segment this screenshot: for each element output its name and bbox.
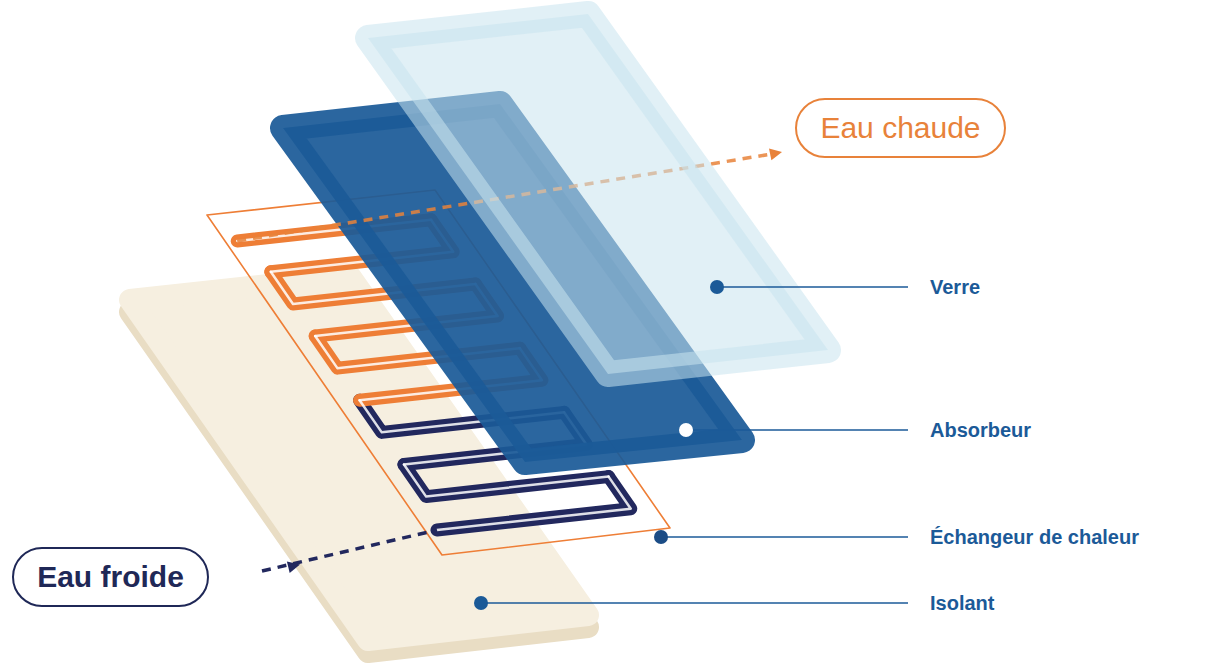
leader-line: [661, 536, 908, 538]
part-name: Absorbeur: [930, 418, 1031, 442]
leader-dot: [654, 530, 668, 544]
part-name: Échangeur de chaleur: [930, 525, 1139, 549]
leader-dot: [474, 596, 488, 610]
node-label: Eau chaude: [820, 113, 980, 143]
leader-dot: [679, 423, 693, 437]
part-name: Isolant: [930, 591, 994, 615]
node-label: Eau froide: [37, 562, 184, 592]
leader-line: [481, 602, 908, 604]
glass-cover: [368, 14, 828, 374]
hot-outlet-arrowhead: [769, 148, 782, 160]
leader-line: [686, 429, 908, 431]
hot-water-box: Eau chaude: [795, 98, 1006, 158]
leader-line: [717, 286, 908, 288]
leader-lines: [481, 287, 908, 603]
cold-water-box: Eau froide: [12, 547, 209, 607]
cold-inlet-arrowhead: [287, 561, 300, 573]
part-name: Verre: [930, 275, 980, 299]
leader-dot: [710, 280, 724, 294]
